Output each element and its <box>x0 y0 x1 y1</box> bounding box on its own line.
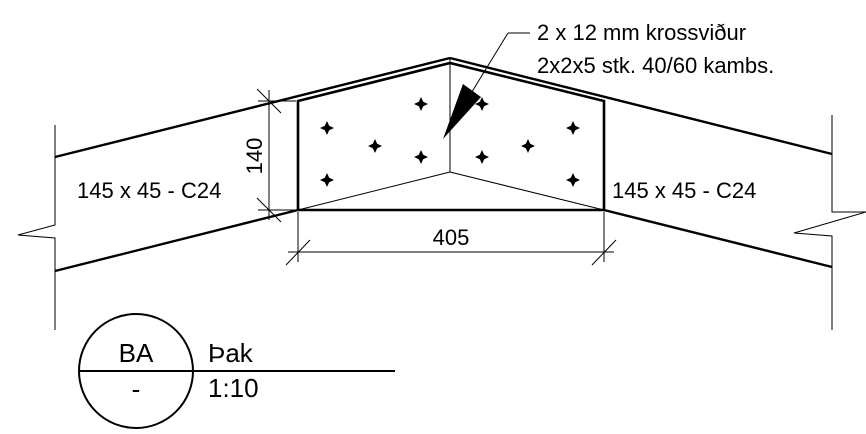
plywood-gusset-plate <box>296 61 606 212</box>
height-tick-bottom <box>256 197 282 223</box>
height-tick-top <box>256 88 282 114</box>
width-dimension-value: 405 <box>433 225 470 250</box>
height-dimension <box>256 88 296 223</box>
break-lines <box>17 115 866 330</box>
width-tick-left <box>285 239 311 266</box>
nail-marker <box>475 97 489 111</box>
width-dimension <box>285 212 617 266</box>
right-rafter-top-edge <box>449 56 833 156</box>
leader-arrowhead <box>443 84 481 139</box>
note-leader <box>443 32 530 139</box>
nail-marker <box>368 139 382 153</box>
nail-marker <box>414 150 428 164</box>
width-tick-right <box>591 239 617 266</box>
right-rafter-bottom-edge-hidden <box>449 171 605 211</box>
left-rafter-bottom-edge <box>54 208 299 273</box>
nail-marker <box>566 121 580 135</box>
height-dimension-value: 140 <box>242 138 267 175</box>
nail-marker <box>320 173 334 187</box>
right-rafter <box>449 56 833 269</box>
leader-diagonal <box>469 32 509 96</box>
fasteners <box>320 97 580 187</box>
left-rafter-label: 145 x 45 - C24 <box>77 178 221 203</box>
left-rafter-top-edge <box>54 56 451 159</box>
left-break-line <box>17 125 56 330</box>
left-rafter-bottom-edge-hidden <box>297 171 451 211</box>
detail-scale: 1:10 <box>208 373 259 403</box>
note-fastener-spec: 2x2x5 stk. 40/60 kambs. <box>537 53 774 78</box>
nail-marker <box>475 150 489 164</box>
left-rafter <box>54 56 451 273</box>
sheet-reference: - <box>132 374 141 404</box>
right-rafter-bottom-edge <box>603 208 833 269</box>
note-plywood-spec: 2 x 12 mm krossviður <box>537 20 746 45</box>
right-break-line <box>793 115 866 330</box>
detail-id: BA <box>119 338 154 368</box>
detail-title: Þak <box>208 338 254 368</box>
nail-marker <box>414 97 428 111</box>
detail-title-block: BA - Þak 1:10 <box>78 313 395 429</box>
right-rafter-label: 145 x 45 - C24 <box>612 178 756 203</box>
nail-marker <box>566 173 580 187</box>
nail-marker <box>521 139 535 153</box>
nail-marker <box>320 121 334 135</box>
